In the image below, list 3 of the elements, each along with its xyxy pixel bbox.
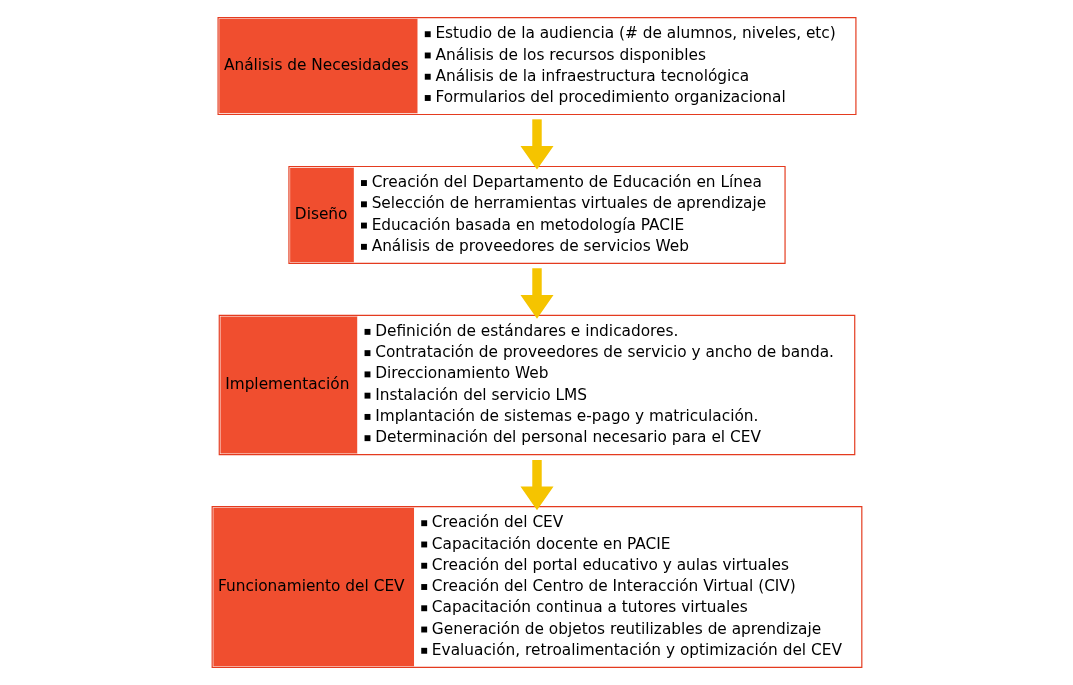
arrow bbox=[520, 119, 553, 170]
arrow bbox=[520, 459, 553, 511]
arrow bbox=[520, 268, 553, 319]
